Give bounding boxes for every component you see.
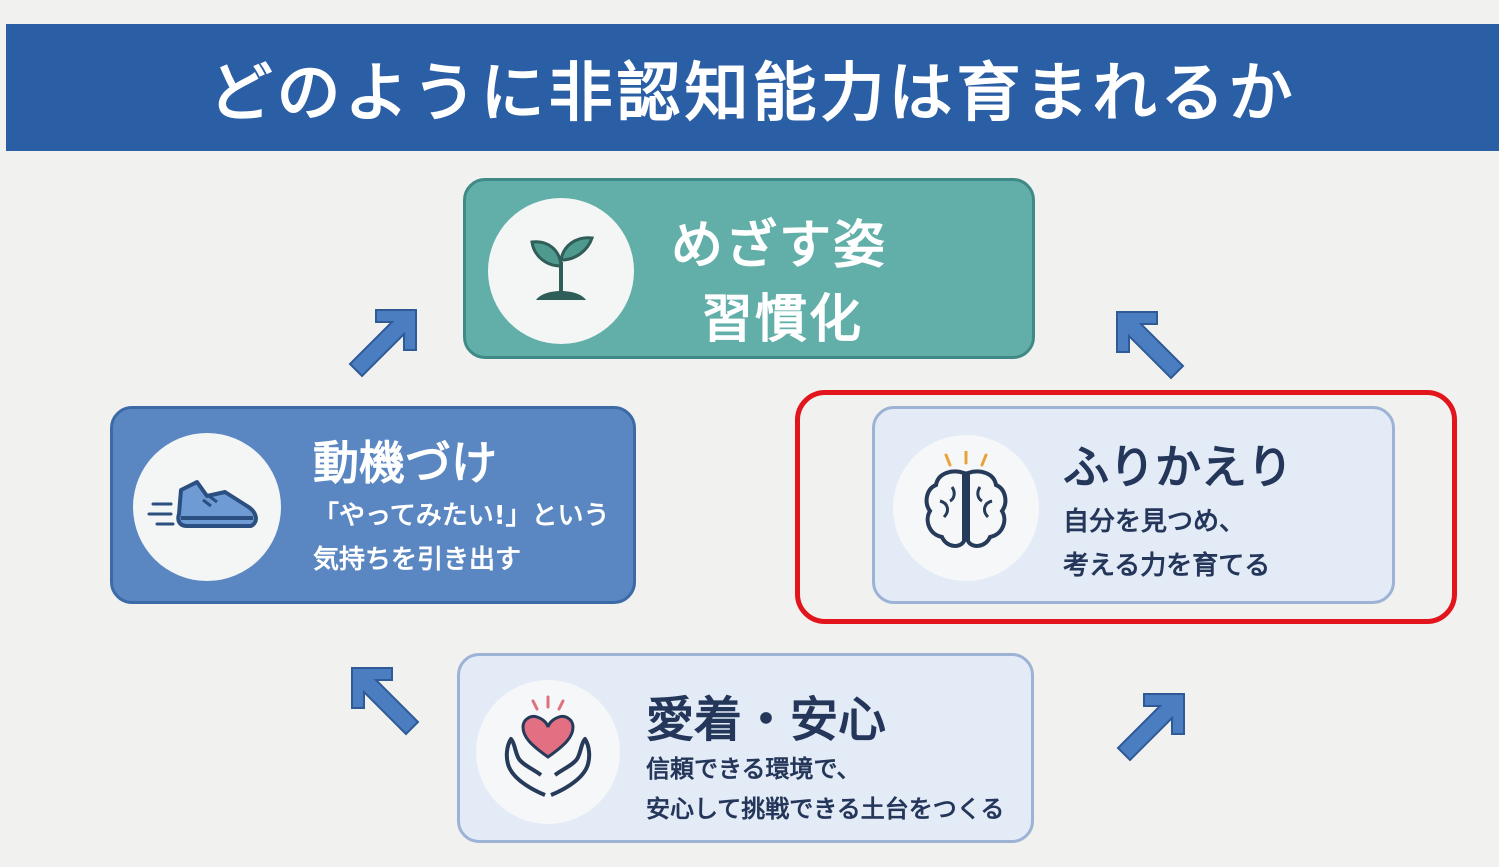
attachment-icon-circle <box>476 680 620 824</box>
brain-icon <box>916 449 1016 565</box>
attachment-desc-2: 安心して挑戦できる土台をつくる <box>646 795 1005 823</box>
goal-title: めざす姿 <box>671 216 888 276</box>
motivation-title: 動機づけ <box>313 436 497 490</box>
motivation-desc-1: 「やってみたい!」という <box>313 501 610 531</box>
title-banner: どのように非認知能力は育まれるか <box>6 24 1499 151</box>
reflection-desc-1: 自分を見つめ、 <box>1063 507 1246 537</box>
reflection-card: ふりかえり 自分を見つめ、 考える力を育てる <box>872 406 1395 604</box>
page-title: どのように非認知能力は育まれるか <box>208 56 1297 131</box>
highlight-box <box>795 390 1457 624</box>
attachment-title: 愛着・安心 <box>646 692 887 748</box>
arrow-bottom-to-left <box>351 667 420 736</box>
goal-icon-circle <box>488 198 634 344</box>
motivation-desc-2: 気持ちを引き出す <box>313 545 522 575</box>
arrow-left-to-top <box>348 309 417 378</box>
goal-subtitle: 習慣化 <box>701 290 864 350</box>
running-shoe-icon <box>147 460 267 554</box>
motivation-card: 動機づけ 「やってみたい!」という 気持ちを引き出す <box>110 406 636 604</box>
sprout-icon <box>516 224 606 318</box>
arrow-bottom-to-right <box>1116 693 1185 762</box>
reflection-desc-2: 考える力を育てる <box>1063 551 1271 581</box>
reflection-icon-circle <box>893 435 1039 581</box>
reflection-title: ふりかえり <box>1063 440 1293 494</box>
attachment-card: 愛着・安心 信頼できる環境で、 安心して挑戦できる土台をつくる <box>457 653 1034 843</box>
attachment-desc-1: 信頼できる環境で、 <box>646 755 861 783</box>
arrow-right-to-top <box>1116 311 1185 380</box>
motivation-icon-circle <box>133 433 281 581</box>
goal-card: めざす姿 習慣化 <box>463 178 1035 359</box>
heart-hands-icon <box>493 695 603 809</box>
